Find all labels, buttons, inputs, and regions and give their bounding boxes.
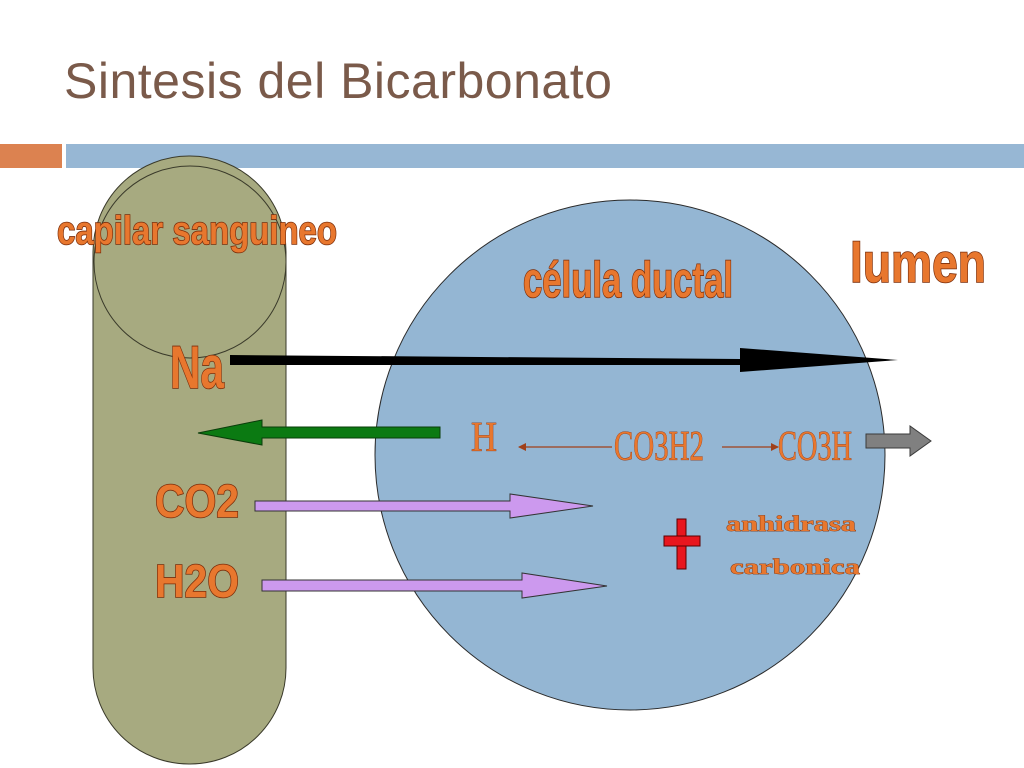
lumen-label: lumen [850,231,986,294]
co3h-label: CO3H [778,424,852,470]
co2-label: CO2 [155,475,239,527]
plus-icon [663,518,701,570]
na-label: Na [170,334,224,401]
co2-arrow [254,493,594,519]
h-arrow [197,419,441,446]
co3h2-label: CO3H2 [614,424,704,470]
accent-bar-orange [0,144,62,168]
cell-label: célula ductal [523,252,733,308]
h-label: H [471,415,497,461]
capillary-label: capilar sanguineo [57,209,337,253]
capillary-lumen-circle [93,165,287,359]
co3h-arrow [865,425,932,457]
enzyme-label-line2: carbonica [730,554,860,579]
h2o-label: H2O [155,555,239,607]
slide-title: Sintesis del Bicarbonato [64,53,613,109]
enzyme-label-line1: anhidrasa [726,511,856,536]
na-arrow [230,348,898,372]
h2o-arrow [261,572,608,599]
